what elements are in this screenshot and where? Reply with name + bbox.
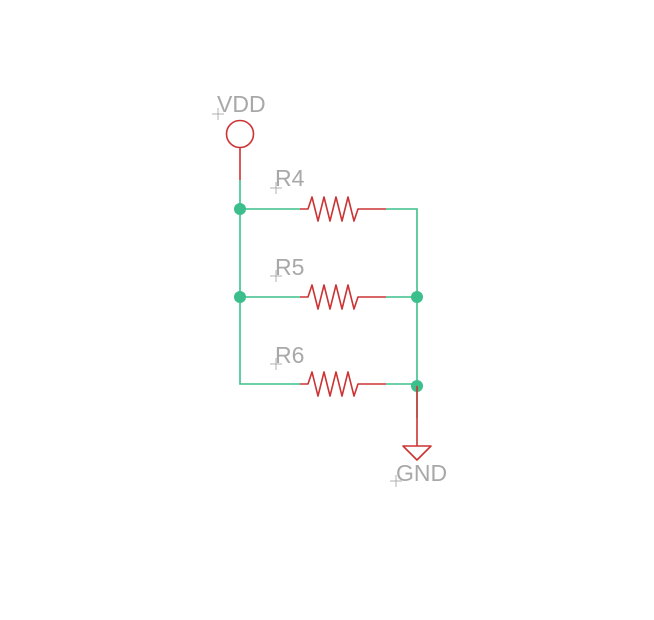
vdd-origin-cross-icon bbox=[212, 108, 224, 120]
wire-left-bus[interactable] bbox=[239, 180, 300, 385]
resistor-r4[interactable]: R4 bbox=[270, 165, 386, 222]
gnd-label: GND bbox=[396, 460, 447, 486]
junction-dot bbox=[234, 291, 246, 303]
r5-origin-cross-icon bbox=[270, 270, 282, 282]
r6-origin-cross-icon bbox=[270, 358, 282, 370]
vdd-supply-symbol[interactable]: VDD bbox=[212, 91, 266, 180]
resistor-r4-body-icon bbox=[300, 196, 386, 222]
junction-dot bbox=[411, 291, 423, 303]
gnd-ground-symbol[interactable]: GND bbox=[390, 386, 447, 487]
junction-dot bbox=[234, 203, 246, 215]
wires bbox=[239, 180, 418, 418]
vdd-circle-icon bbox=[225, 119, 255, 149]
resistor-r6-label: R6 bbox=[275, 342, 304, 368]
ground-triangle-icon bbox=[402, 445, 432, 461]
r4-origin-cross-icon bbox=[270, 182, 282, 194]
vdd-label: VDD bbox=[217, 91, 266, 117]
wire-right-bus[interactable] bbox=[386, 208, 418, 418]
resistor-r5-body-icon bbox=[300, 284, 386, 310]
resistor-r5-label: R5 bbox=[275, 254, 304, 280]
resistor-r6[interactable]: R6 bbox=[270, 342, 386, 397]
resistor-r5[interactable]: R5 bbox=[270, 254, 386, 310]
resistor-r4-label: R4 bbox=[275, 165, 305, 191]
gnd-origin-cross-icon bbox=[390, 475, 402, 487]
resistor-r6-body-icon bbox=[300, 371, 386, 397]
